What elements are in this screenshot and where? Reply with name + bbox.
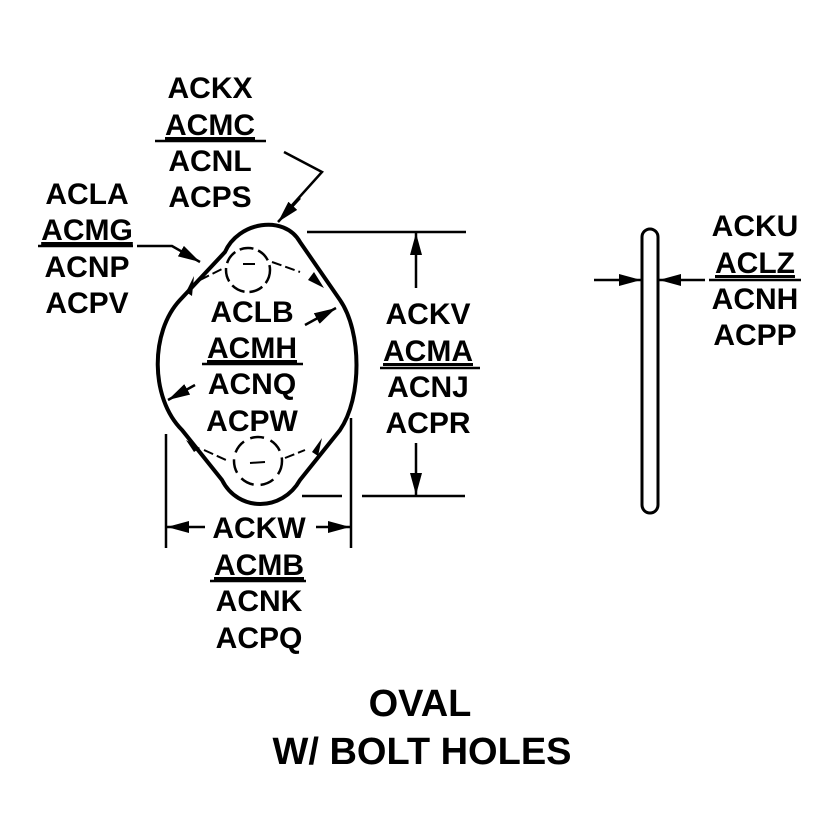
callout-code: ACNJ bbox=[387, 371, 469, 404]
callout-code: ACKV bbox=[385, 298, 470, 331]
left-hole-leader bbox=[137, 244, 201, 264]
callout-code: ACKW bbox=[212, 512, 306, 545]
bottom-hole-center-mark bbox=[249, 461, 266, 464]
callout-code: ACNL bbox=[168, 145, 251, 178]
callout-code: ACPV bbox=[45, 287, 128, 320]
callout-code: ACMB bbox=[214, 549, 304, 582]
drawing-title: OVAL W/ BOLT HOLES bbox=[272, 683, 571, 773]
callout-code: ACNQ bbox=[208, 368, 296, 401]
top-bolt-hole bbox=[224, 246, 272, 294]
callout-code: ACLZ bbox=[715, 247, 795, 280]
top-edge-leader bbox=[283, 150, 325, 213]
callout-code: ACPP bbox=[713, 319, 796, 352]
callout-code: ACPR bbox=[385, 407, 470, 440]
callout-code: ACNK bbox=[216, 585, 303, 618]
outline-arrow-upper-right bbox=[308, 272, 324, 288]
outline-arrow-upper-left bbox=[186, 276, 194, 296]
overall-width-callout: ACKW ACMB ACNK ACPQ bbox=[212, 512, 306, 655]
callout-code: ACPW bbox=[206, 405, 298, 438]
thickness-callout: ACKU ACLZ ACNH ACPP bbox=[712, 210, 799, 352]
top-hole-bolt-circle-right bbox=[271, 261, 301, 273]
outline-arrow-lower-right bbox=[312, 438, 322, 456]
callout-code: ACLA bbox=[45, 178, 128, 211]
top-edge-leader-arrow bbox=[277, 197, 301, 223]
left-hole-callout: ACLA ACMG ACNP ACPV bbox=[41, 178, 133, 320]
bottom-hole-bolt-circle-right bbox=[284, 449, 306, 459]
gasket-side-view bbox=[640, 227, 660, 515]
title-line-2: W/ BOLT HOLES bbox=[272, 731, 571, 773]
top-edge-callout: ACKX ACMC ACNL ACPS bbox=[165, 72, 255, 214]
outline-arrow-lower-left bbox=[186, 440, 200, 452]
bottom-bolt-hole bbox=[232, 435, 284, 487]
callout-code: ACMA bbox=[383, 335, 473, 368]
oval-gasket-outline bbox=[155, 222, 359, 506]
inner-radius-arrow-left bbox=[167, 383, 196, 402]
callout-code: ACLB bbox=[210, 296, 293, 329]
callout-code: ACKX bbox=[167, 72, 252, 105]
callout-code: ACNP bbox=[44, 251, 129, 284]
top-hole-bolt-circle-left bbox=[199, 267, 225, 281]
inner-radius-arrow-right bbox=[304, 306, 337, 327]
callout-code: ACMC bbox=[165, 109, 255, 142]
callout-code: ACMG bbox=[41, 214, 133, 247]
bottom-hole-bolt-circle-left bbox=[203, 449, 227, 461]
callout-code: ACPQ bbox=[216, 622, 303, 655]
overall-height-callout: ACKV ACMA ACNJ ACPR bbox=[383, 298, 473, 440]
callout-code: ACKU bbox=[712, 210, 799, 243]
callout-code: ACNH bbox=[712, 283, 799, 316]
title-line-1: OVAL bbox=[369, 683, 472, 725]
callout-code: ACMH bbox=[207, 332, 297, 365]
callout-code: ACPS bbox=[168, 181, 251, 214]
inner-radius-callout: ACLB ACMH ACNQ ACPW bbox=[206, 296, 298, 438]
